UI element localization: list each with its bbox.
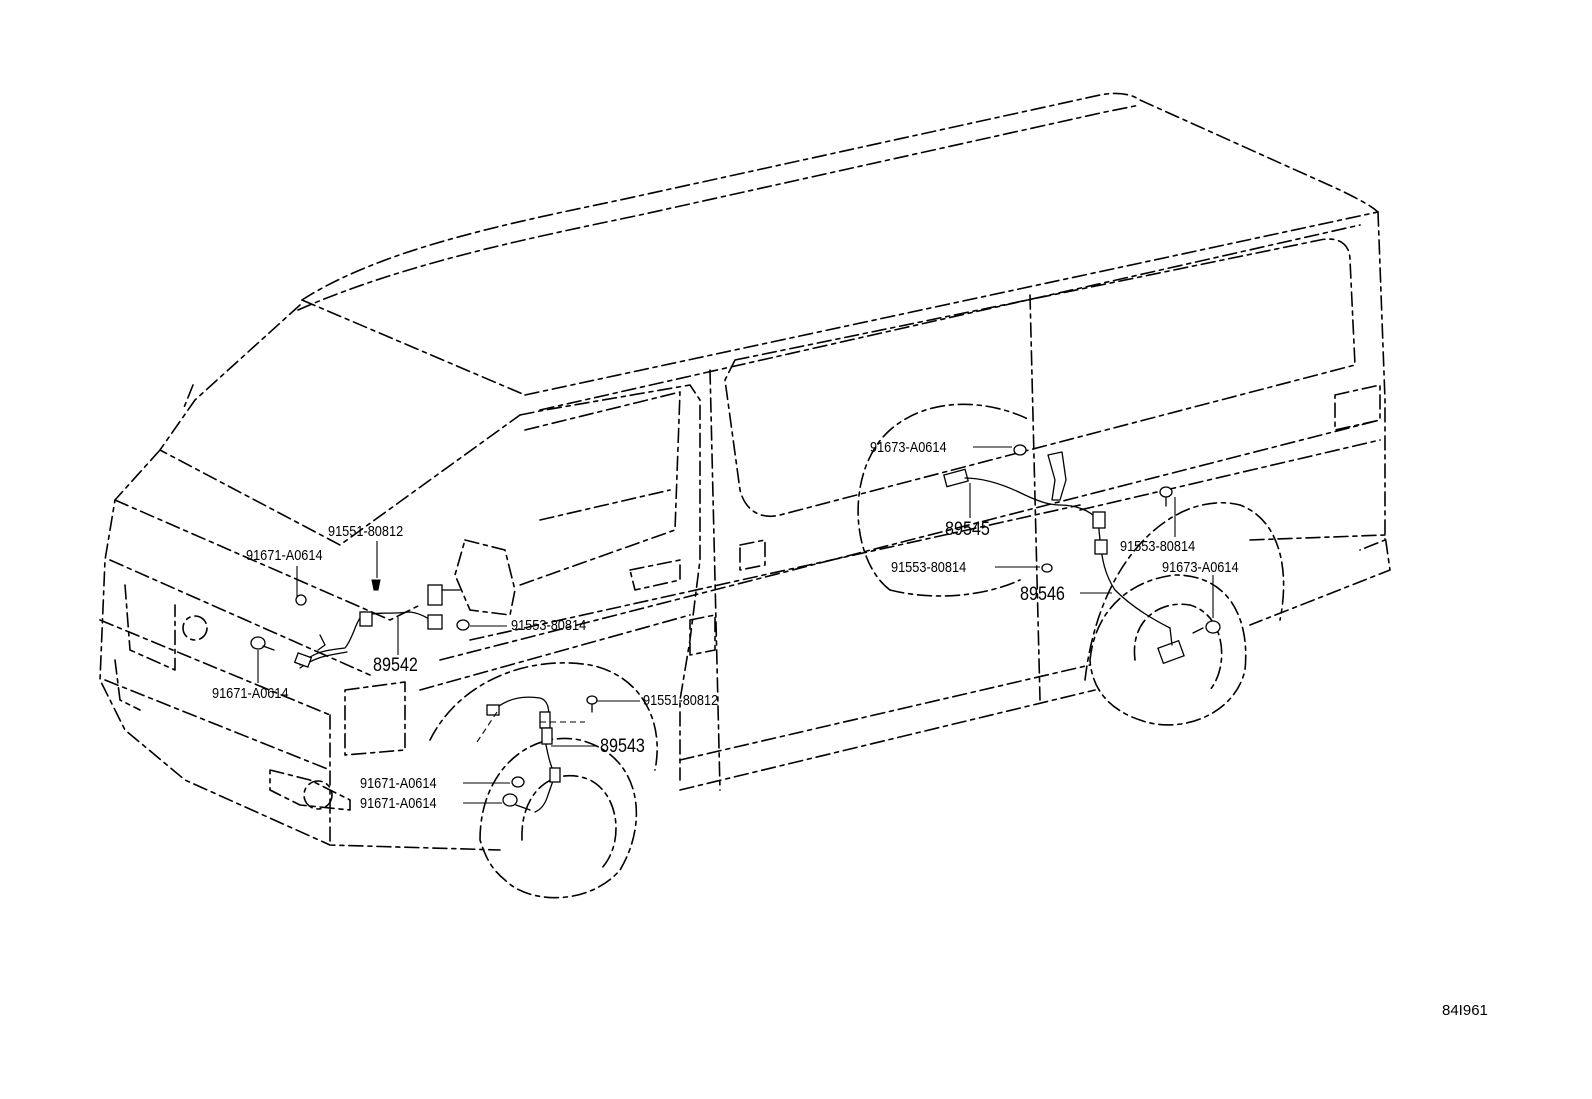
front-fasteners xyxy=(250,579,598,713)
harness-89542 xyxy=(293,584,461,669)
callout-89545: 89545 xyxy=(945,519,990,540)
leader-lines xyxy=(257,446,1214,804)
callout-91553-80814-rear-left: 91553-80814 xyxy=(891,559,967,576)
callout-89543: 89543 xyxy=(600,736,645,757)
callout-91553-80814-rear-right: 91553-80814 xyxy=(1120,538,1196,555)
callout-91671-A0614-upper: 91671-A0614 xyxy=(246,547,323,564)
callout-91673-A0614-lower: 91673-A0614 xyxy=(1162,559,1239,576)
callout-89542: 89542 xyxy=(373,655,418,676)
callout-91673-A0614-upper: 91673-A0614 xyxy=(870,439,947,456)
callout-91551-80812-upper: 91551-80812 xyxy=(328,523,404,540)
callout-91671-A0614-wheel-lower: 91671-A0614 xyxy=(360,795,437,812)
callout-91671-A0614-lower: 91671-A0614 xyxy=(212,685,289,702)
harness-89545-89546 xyxy=(943,444,1221,665)
callout-89546: 89546 xyxy=(1020,584,1065,605)
diagram-code: 84I961 xyxy=(1442,1002,1488,1019)
callout-91671-A0614-wheel-upper: 91671-A0614 xyxy=(360,775,437,792)
callout-91551-80812-lower: 91551-80812 xyxy=(643,692,719,709)
harness-89543 xyxy=(474,696,585,813)
van-body-outline xyxy=(99,92,1391,899)
callout-91553-80814-front: 91553-80814 xyxy=(511,617,587,634)
